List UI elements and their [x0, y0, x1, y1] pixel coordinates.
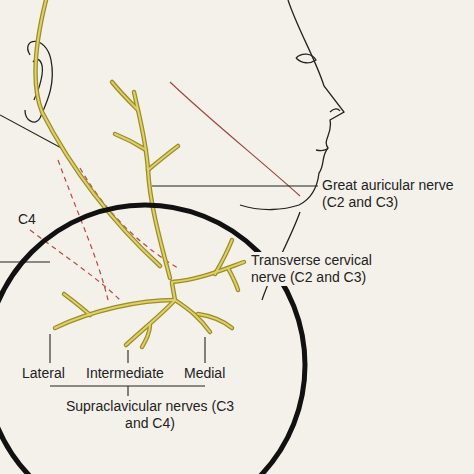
nerve-label: Great auricular nerve (C2 and C3) [320, 177, 472, 211]
nerve-label: Supraclavicular nerves (C3 and C4) [62, 398, 238, 432]
jaw-line [170, 82, 300, 196]
highlight-circle [0, 205, 305, 474]
nerve-label: C4 [16, 211, 46, 228]
nerve-label: Lateral [20, 365, 80, 382]
nerve-label: Transverse cervical nerve (C2 and C3) [249, 252, 377, 286]
nerve-label: Medial [182, 365, 238, 382]
nerve-label: Intermediate [84, 365, 174, 382]
nerve-branches [35, 0, 244, 347]
